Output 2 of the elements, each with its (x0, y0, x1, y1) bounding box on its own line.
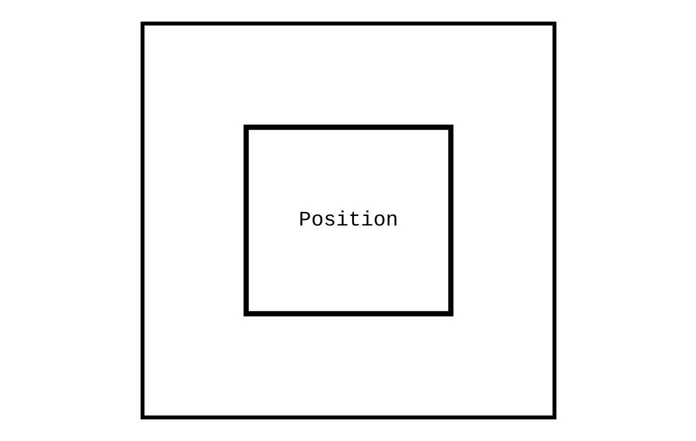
node-box: Position (243, 124, 453, 316)
cluster (140, 22, 556, 420)
